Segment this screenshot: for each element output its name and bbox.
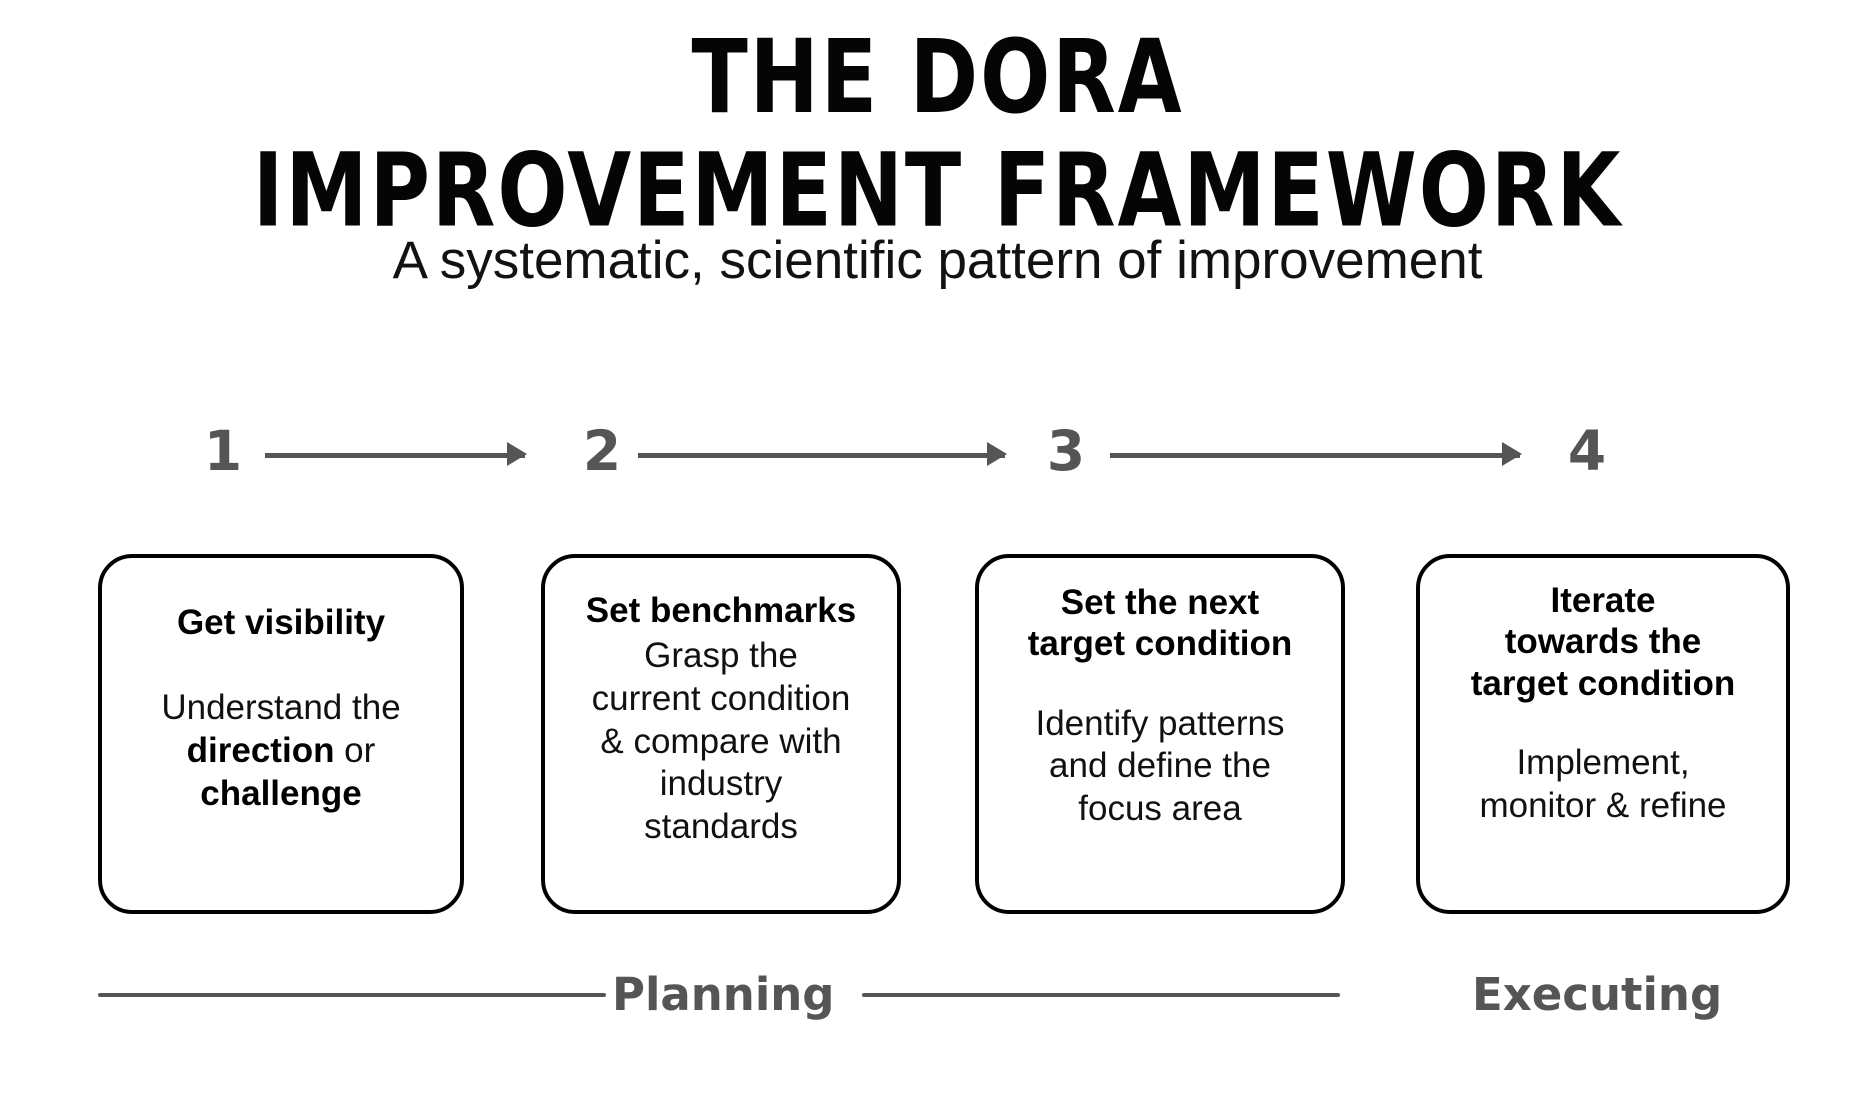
step-number-2: 2: [582, 419, 622, 483]
step-card-3-title: Set the next target condition: [1027, 583, 1293, 664]
step-card-1-title: Get visibility: [176, 603, 386, 642]
page-title-line-2: IMPROVEMENT FRAMEWORK: [252, 132, 1623, 251]
step-number-1: 1: [203, 419, 243, 483]
step-card-3-body: Identify patterns and define the focus a…: [1035, 703, 1285, 828]
phase-line-left: [98, 993, 606, 997]
header: THE DORA IMPROVEMENT FRAMEWORK A systema…: [0, 0, 1875, 290]
phase-bar: Planning Executing: [0, 962, 1875, 1052]
step-number-4: 4: [1567, 419, 1607, 483]
arrow-icon-2-to-3: [638, 442, 1007, 466]
step-card-1-body: Understand the direction or challenge: [161, 687, 400, 815]
step-card-1-body-part-1: Understand the: [161, 688, 401, 728]
arrow-head: [987, 442, 1007, 466]
arrow-head: [1502, 442, 1522, 466]
arrow-shaft: [265, 453, 525, 458]
arrow-icon-1-to-2: [265, 442, 527, 466]
arrow-head: [507, 442, 527, 466]
step-card-1-emphasis-direction: direction: [186, 730, 335, 770]
phase-line-right: [862, 993, 1340, 997]
step-card-4-body: Implement, monitor & refine: [1479, 742, 1727, 825]
step-card-4-title: Iterate towards the target condition: [1470, 581, 1736, 703]
phase-label-executing: Executing: [1472, 968, 1723, 1021]
step-card-1-emphasis-challenge: challenge: [200, 773, 362, 813]
phase-label-planning: Planning: [612, 968, 835, 1021]
step-card-2-title: Set benchmarks: [585, 591, 857, 630]
step-card-3: Set the next target condition Identify p…: [975, 554, 1345, 914]
step-card-2-body: Grasp the current condition & compare wi…: [591, 636, 851, 847]
step-card-1-body-part-2: or: [344, 730, 376, 770]
page-subtitle: A systematic, scientific pattern of impr…: [392, 231, 1483, 290]
step-card-2: Set benchmarks Grasp the current conditi…: [541, 554, 901, 914]
step-sequence: 1 2 3 4: [0, 418, 1875, 490]
arrow-shaft: [638, 453, 1005, 458]
step-card-1: Get visibility Understand the direction …: [98, 554, 464, 914]
step-number-3: 3: [1046, 419, 1086, 483]
arrow-icon-3-to-4: [1110, 442, 1522, 466]
page-title-line-1: THE DORA: [691, 18, 1184, 137]
page-title: THE DORA IMPROVEMENT FRAMEWORK: [38, 0, 1838, 249]
arrow-shaft: [1110, 453, 1520, 458]
step-card-4: Iterate towards the target condition Imp…: [1416, 554, 1790, 914]
